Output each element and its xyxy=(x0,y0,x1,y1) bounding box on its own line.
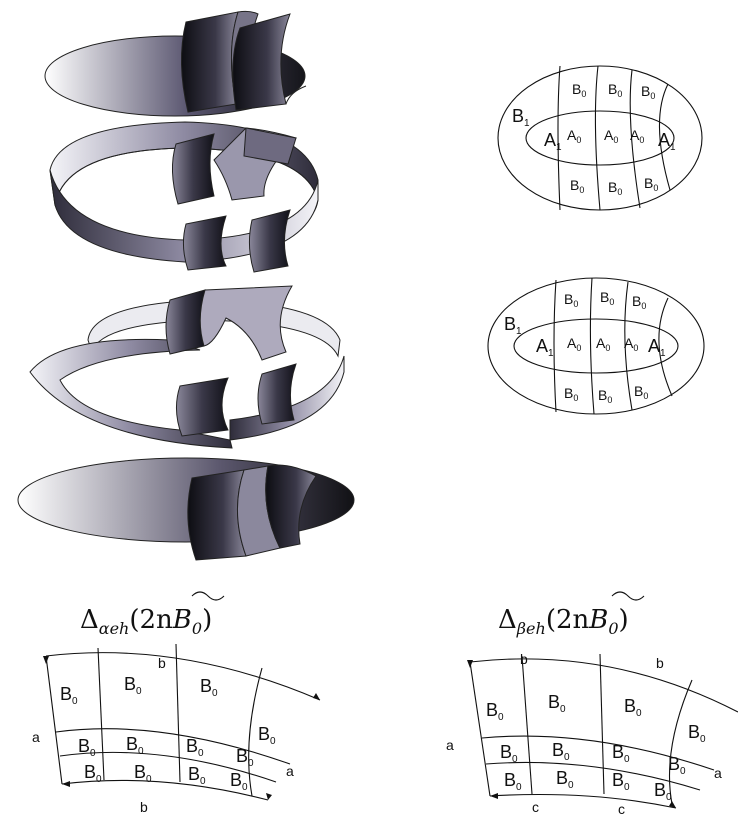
edge-label-right: a xyxy=(714,765,722,781)
surface-ring-upper xyxy=(49,121,319,273)
surface-disk-bottom xyxy=(17,457,355,561)
cell-B0: B0 xyxy=(60,684,78,707)
cell-B0: B0 xyxy=(612,770,630,793)
cell-B0: B0 xyxy=(552,740,570,763)
label-B0: B0 xyxy=(598,387,612,405)
cell-B0: B0 xyxy=(84,762,102,785)
label-B0: B0 xyxy=(564,385,578,403)
label-B0: B0 xyxy=(570,177,584,195)
cell-B0: B0 xyxy=(126,734,144,757)
label-A0: A0 xyxy=(630,127,644,145)
edge-label-top: b xyxy=(520,651,528,667)
cell-B0: B0 xyxy=(134,762,152,785)
label-A0: A0 xyxy=(567,335,581,353)
edge-label-top: b xyxy=(656,655,664,671)
edge-label-right: a xyxy=(286,763,294,779)
label-B1: B1 xyxy=(512,106,530,129)
shaded-surfaces xyxy=(17,10,355,561)
cell-B0: B0 xyxy=(654,780,672,803)
label-B0: B0 xyxy=(641,83,655,101)
cell-B0: B0 xyxy=(504,770,522,793)
ellipse-diagram-top: B1 A1 A1 A0 A0 A0 B0 B0 B0 B0 B0 B0 xyxy=(497,65,703,211)
label-B0: B0 xyxy=(572,81,586,99)
surface-ring-lower xyxy=(29,285,345,449)
cell-B0: B0 xyxy=(612,742,630,765)
strip-diagram-right: b b c c a a B0 B0 B0 B0 B0 B0 B0 B0 B0 B… xyxy=(446,651,738,816)
ellipse-diagram-bottom: B1 A1 A1 A0 A0 A0 B0 B0 B0 B0 B0 B0 xyxy=(487,277,705,415)
label-B0: B0 xyxy=(632,293,646,311)
svg-text:Δαeh(2nB0): Δαeh(2nB0) xyxy=(80,605,212,638)
edge-label-left: a xyxy=(32,729,40,745)
label-A0: A0 xyxy=(604,127,618,145)
label-B0: B0 xyxy=(634,383,648,401)
caption-right: Δβeh(2nB0) xyxy=(498,591,645,638)
label-A1-left: A1 xyxy=(544,130,562,153)
label-B0: B0 xyxy=(608,81,622,99)
edge-label-left: a xyxy=(446,737,454,753)
label-B1: B1 xyxy=(504,314,522,337)
label-A0: A0 xyxy=(624,335,638,353)
cell-B0: B0 xyxy=(258,724,276,747)
edge-label-top: b xyxy=(158,655,166,671)
caption-left: Δαeh(2nB0) xyxy=(80,591,225,638)
strip-diagram-left: b b a a B0 B0 B0 B0 B0 B0 B0 B0 B0 B0 B0… xyxy=(32,643,321,815)
cell-B0: B0 xyxy=(188,764,206,787)
cell-B0: B0 xyxy=(200,676,218,699)
label-B0: B0 xyxy=(608,179,622,197)
svg-text:Δβeh(2nB0): Δβeh(2nB0) xyxy=(498,605,629,638)
cell-B0: B0 xyxy=(556,768,574,791)
edge-label-bottom: b xyxy=(140,799,148,815)
cell-B0: B0 xyxy=(186,736,204,759)
label-A0: A0 xyxy=(596,335,610,353)
cell-B0: B0 xyxy=(624,696,642,719)
surface-disk-top xyxy=(44,10,307,117)
label-B0: B0 xyxy=(564,291,578,309)
cell-B0: B0 xyxy=(548,692,566,715)
cell-B0: B0 xyxy=(688,722,706,745)
cell-B0: B0 xyxy=(486,700,504,723)
cell-B0: B0 xyxy=(500,742,518,765)
label-A0: A0 xyxy=(567,127,581,145)
cell-B0: B0 xyxy=(668,754,686,777)
cell-B0: B0 xyxy=(78,736,96,759)
label-A1-right: A1 xyxy=(658,130,676,153)
label-B0: B0 xyxy=(600,289,614,307)
cell-B0: B0 xyxy=(124,674,142,697)
label-A1-right: A1 xyxy=(648,336,666,359)
label-A1-left: A1 xyxy=(536,336,554,359)
edge-label-bottom: c xyxy=(618,801,625,816)
cell-B0: B0 xyxy=(236,746,254,769)
cell-B0: B0 xyxy=(230,770,248,793)
label-B0: B0 xyxy=(644,175,658,193)
edge-label-bottom: c xyxy=(532,799,539,815)
